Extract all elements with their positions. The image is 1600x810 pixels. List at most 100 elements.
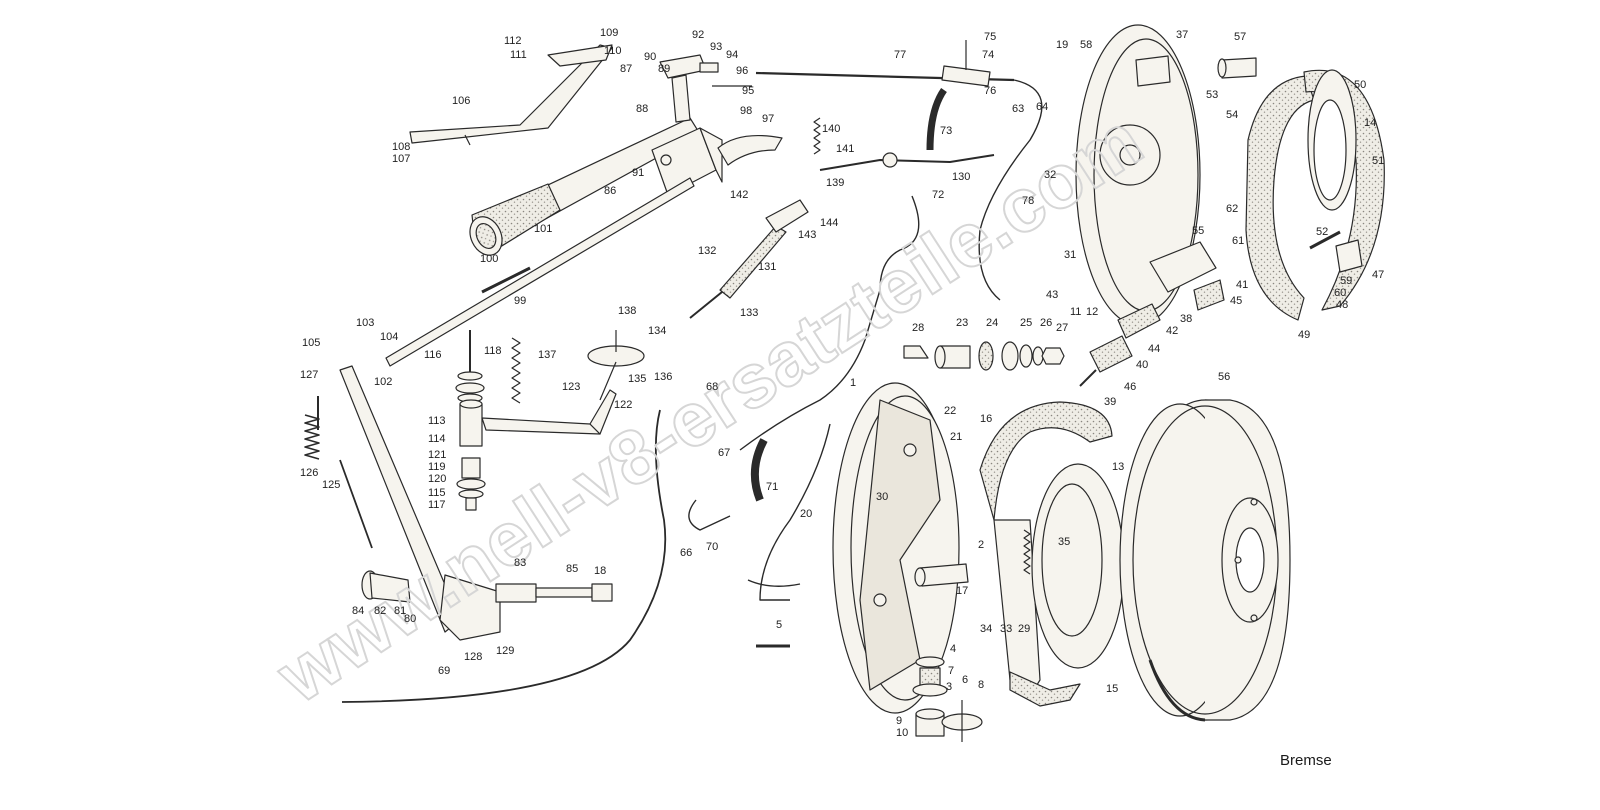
callout-98: 98 bbox=[740, 105, 752, 117]
callout-100: 100 bbox=[480, 253, 498, 265]
callout-18: 18 bbox=[594, 565, 606, 577]
callout-44: 44 bbox=[1148, 343, 1160, 355]
callout-85: 85 bbox=[566, 563, 578, 575]
callout-28: 28 bbox=[912, 322, 924, 334]
callout-2: 2 bbox=[978, 539, 984, 551]
callout-130: 130 bbox=[952, 171, 970, 183]
brake-drum-56 bbox=[1119, 399, 1291, 722]
callout-97: 97 bbox=[762, 113, 774, 125]
callout-54: 54 bbox=[1226, 109, 1238, 121]
callout-16: 16 bbox=[980, 413, 992, 425]
callout-133: 133 bbox=[740, 307, 758, 319]
callout-129: 129 bbox=[496, 645, 514, 657]
callout-125: 125 bbox=[322, 479, 340, 491]
callout-50: 50 bbox=[1354, 79, 1366, 91]
callout-119: 119 bbox=[428, 461, 446, 473]
callout-63: 63 bbox=[1012, 103, 1024, 115]
callout-68: 68 bbox=[706, 381, 718, 393]
callout-76: 76 bbox=[984, 85, 996, 97]
callout-111: 111 bbox=[510, 49, 527, 61]
callout-109: 109 bbox=[600, 27, 618, 39]
callout-84: 84 bbox=[352, 605, 364, 617]
callout-41: 41 bbox=[1236, 279, 1248, 291]
callout-75: 75 bbox=[984, 31, 996, 43]
callout-132: 132 bbox=[698, 245, 716, 257]
callout-47: 47 bbox=[1372, 269, 1384, 281]
callout-60: 60 bbox=[1334, 287, 1346, 299]
callout-39: 39 bbox=[1104, 396, 1116, 408]
wheel-cylinder-17 bbox=[914, 563, 969, 587]
callout-103: 103 bbox=[356, 317, 374, 329]
callout-122: 122 bbox=[614, 399, 632, 411]
callout-71: 71 bbox=[766, 481, 778, 493]
callout-142: 142 bbox=[730, 189, 748, 201]
callout-19: 19 bbox=[1056, 39, 1068, 51]
hose-71 bbox=[750, 438, 768, 502]
callout-58: 58 bbox=[1080, 39, 1092, 51]
callout-105: 105 bbox=[302, 337, 320, 349]
rear-backing-plate-37 bbox=[1075, 24, 1201, 326]
return-spring-29 bbox=[1023, 529, 1031, 575]
diagram-caption: Bremse bbox=[1280, 752, 1332, 769]
callout-11: 11 bbox=[1070, 306, 1081, 318]
front-brake-shoe-13 bbox=[1009, 463, 1125, 707]
callout-6: 6 bbox=[962, 674, 968, 686]
callout-80: 80 bbox=[404, 613, 416, 625]
callout-96: 96 bbox=[736, 65, 748, 77]
callout-108: 108 bbox=[392, 141, 410, 153]
callout-8: 8 bbox=[978, 679, 984, 691]
callout-81: 81 bbox=[394, 605, 406, 617]
callout-93: 93 bbox=[710, 41, 722, 53]
callout-112: 112 bbox=[504, 35, 522, 47]
cable-130 bbox=[819, 154, 995, 171]
callout-107: 107 bbox=[392, 153, 410, 165]
callout-56: 56 bbox=[1218, 371, 1230, 383]
callout-134: 134 bbox=[648, 325, 666, 337]
spring-140 bbox=[813, 117, 821, 155]
callout-113: 113 bbox=[428, 415, 446, 427]
callout-74: 74 bbox=[982, 49, 994, 61]
callout-40: 40 bbox=[1136, 359, 1148, 371]
callout-138: 138 bbox=[618, 305, 636, 317]
pipe-link-19 bbox=[747, 579, 801, 587]
callout-118: 118 bbox=[484, 345, 502, 357]
t-piece-74 bbox=[941, 40, 991, 87]
callout-55: 55 bbox=[1192, 225, 1204, 237]
callout-35: 35 bbox=[1058, 536, 1070, 548]
brake-pedal-arm-80 bbox=[339, 365, 501, 641]
callout-33: 33 bbox=[1000, 623, 1012, 635]
callout-32: 32 bbox=[1044, 169, 1056, 181]
cross-shaft-stack-113 bbox=[455, 330, 486, 511]
callout-31: 31 bbox=[1064, 249, 1076, 261]
callout-66: 66 bbox=[680, 547, 692, 559]
callout-64: 64 bbox=[1036, 101, 1048, 113]
callout-135: 135 bbox=[628, 373, 646, 385]
callout-89: 89 bbox=[658, 63, 670, 75]
callout-48: 48 bbox=[1336, 299, 1348, 311]
callout-131: 131 bbox=[758, 261, 776, 273]
callout-126: 126 bbox=[300, 467, 318, 479]
handbrake-lever-101 bbox=[469, 117, 701, 256]
callout-29: 29 bbox=[1018, 623, 1030, 635]
callout-87: 87 bbox=[620, 63, 632, 75]
callout-9: 9 bbox=[896, 715, 902, 727]
callout-62: 62 bbox=[1226, 203, 1238, 215]
callout-52: 52 bbox=[1316, 226, 1328, 238]
callout-17: 17 bbox=[956, 585, 968, 597]
callout-25: 25 bbox=[1020, 317, 1032, 329]
callout-51: 51 bbox=[1372, 155, 1384, 167]
cable-66-69 bbox=[341, 409, 667, 703]
front-backing-plate-1 bbox=[832, 382, 960, 714]
callout-4: 4 bbox=[950, 643, 956, 655]
hub-parts-23 bbox=[903, 341, 1065, 371]
cable-clevis-139 bbox=[882, 152, 898, 168]
callout-110: 110 bbox=[604, 45, 622, 57]
callout-90: 90 bbox=[644, 51, 656, 63]
callout-57: 57 bbox=[1234, 31, 1246, 43]
callout-20: 20 bbox=[800, 508, 812, 520]
pipe-70 bbox=[688, 499, 731, 531]
pivot-bolt-85 bbox=[495, 583, 613, 603]
